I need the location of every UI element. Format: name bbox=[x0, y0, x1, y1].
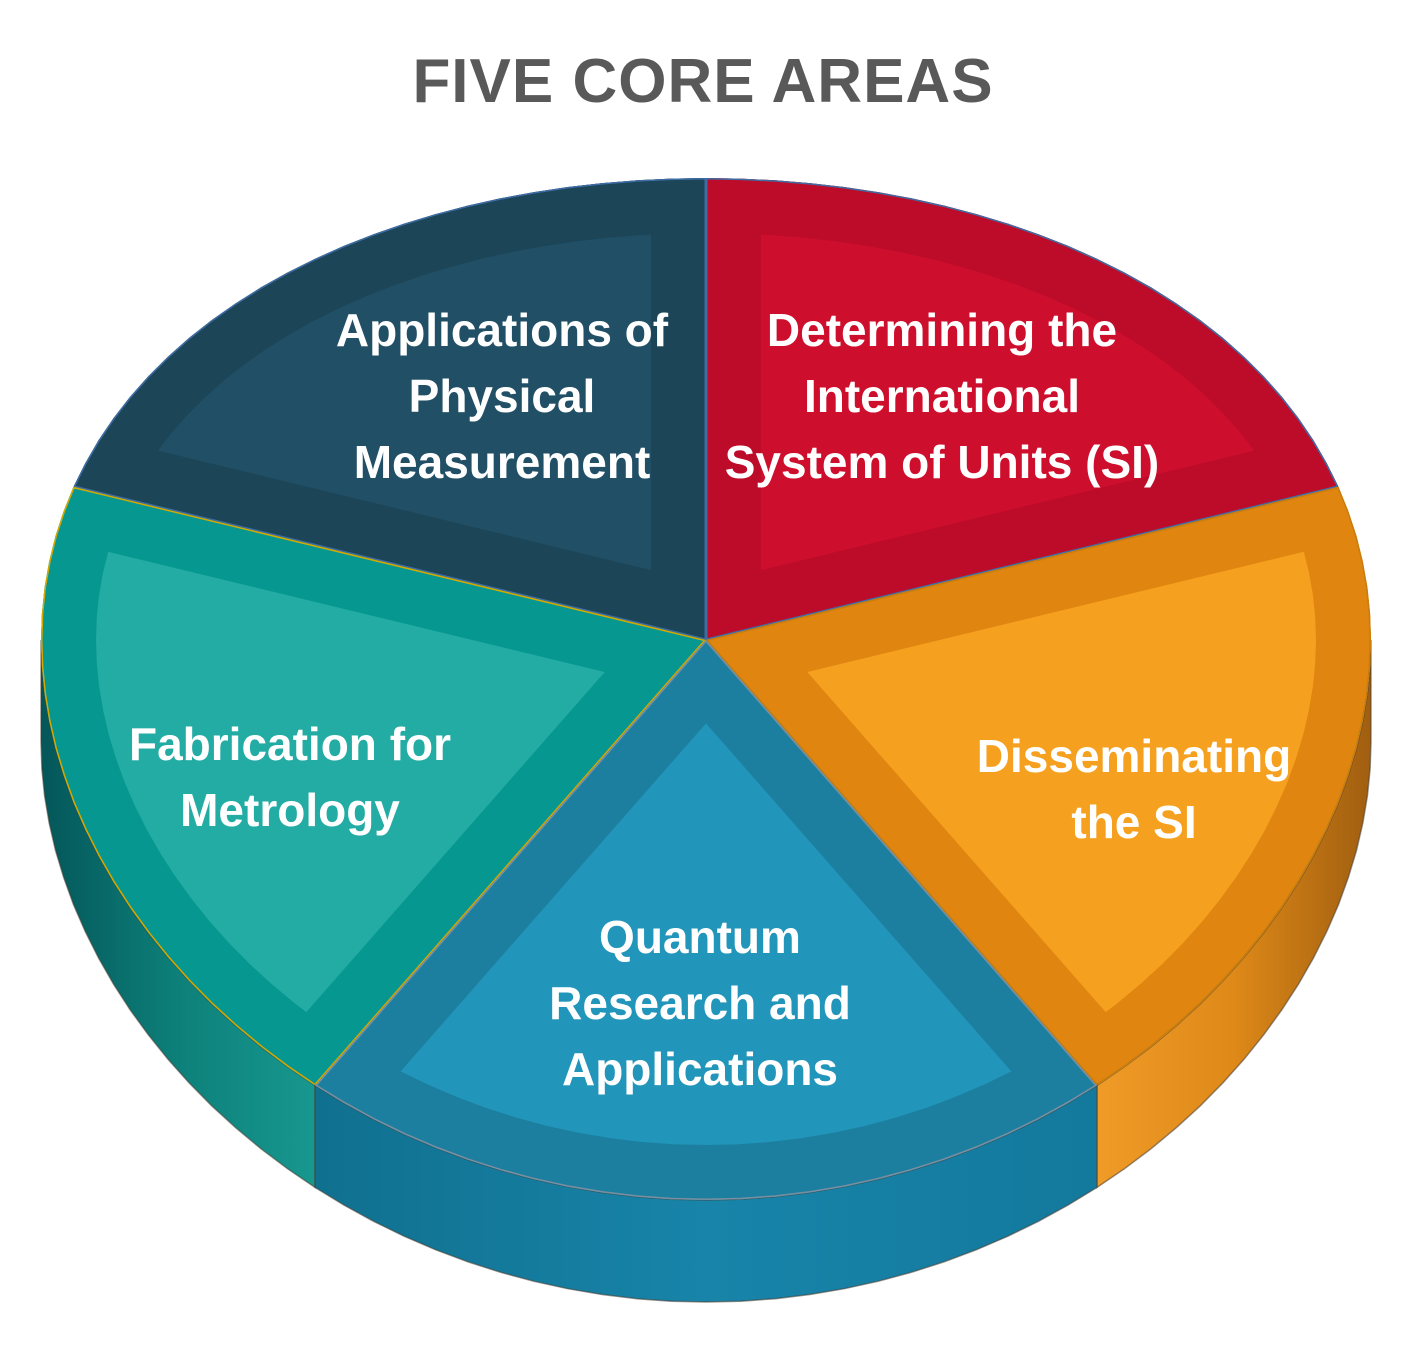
slice-label-line: System of Units (SI) bbox=[725, 436, 1160, 488]
slice-label-line: Measurement bbox=[354, 436, 651, 488]
pie-slice-quantum-research-and-applications bbox=[315, 640, 1097, 1200]
slice-label-line: Quantum bbox=[599, 911, 801, 963]
slice-label-line: Applications bbox=[562, 1043, 838, 1095]
slice-label-line: International bbox=[804, 370, 1080, 422]
slice-label-line: Research and bbox=[549, 977, 851, 1029]
slice-label-line: Determining the bbox=[767, 304, 1117, 356]
slice-label-line: Applications of bbox=[336, 304, 669, 356]
slice-label-line: Metrology bbox=[180, 784, 400, 836]
slice-label-line: the SI bbox=[1071, 796, 1196, 848]
slice-label-disseminating-the-si: Disseminating the SI bbox=[977, 730, 1291, 848]
pie-slice-side-fabrication-for-metrology bbox=[40, 639, 316, 1189]
slice-label-line: Disseminating bbox=[977, 730, 1291, 782]
slice-label-line: Fabrication for bbox=[129, 718, 451, 770]
pie-slice-outline-quantum-research-and-applications bbox=[315, 640, 1097, 1200]
chart-title: FIVE CORE AREAS bbox=[412, 47, 994, 116]
slice-label-line: Physical bbox=[409, 370, 596, 422]
pie-slice-outline-fabrication-for-metrology bbox=[41, 486, 706, 1086]
pie-slice-outline-disseminating-the-si bbox=[706, 486, 1371, 1086]
